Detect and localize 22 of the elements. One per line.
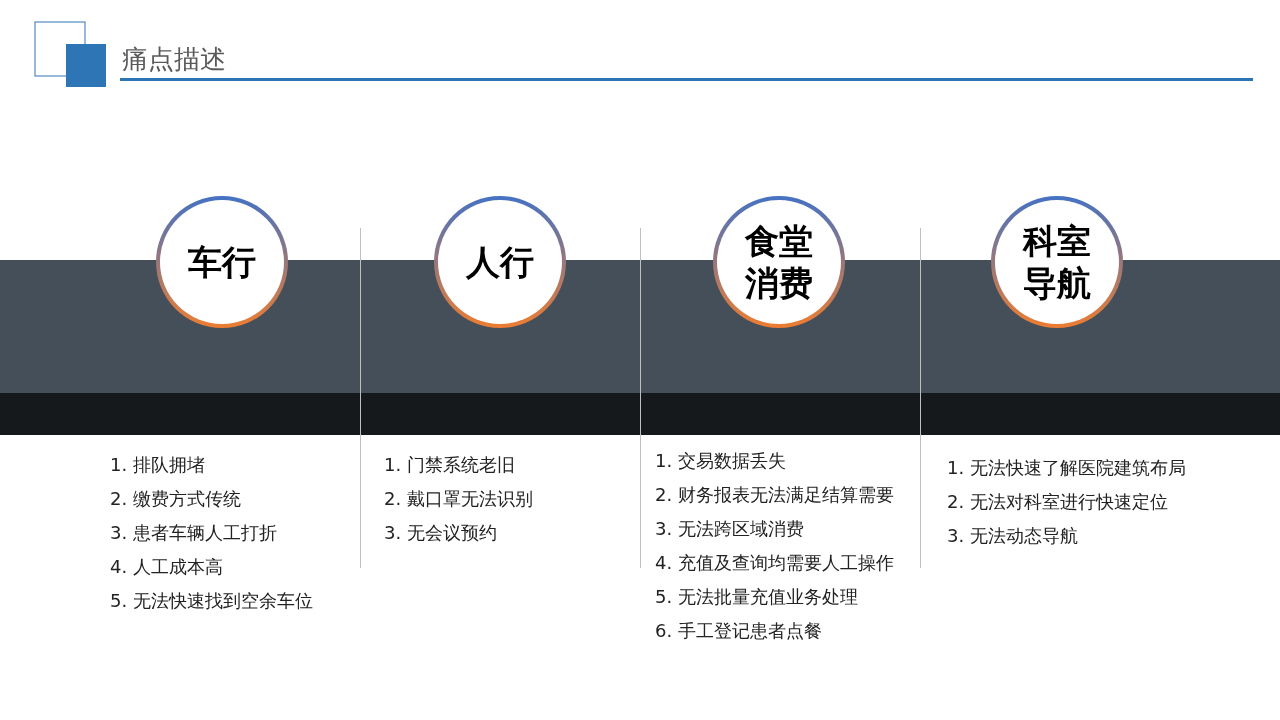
list-item: 3. 无法跨区域消费 (655, 517, 804, 541)
list-item: 1. 排队拥堵 (110, 453, 205, 477)
circle-label: 科室导航 (1021, 220, 1092, 304)
list-item: 3. 患者车辆人工打折 (110, 521, 277, 545)
list-item: 2. 财务报表无法满足结算需要 (655, 483, 894, 507)
list-item: 2. 无法对科室进行快速定位 (947, 490, 1168, 514)
list-item: 3. 无会议预约 (384, 521, 497, 545)
list-item: 3. 无法动态导航 (947, 524, 1078, 548)
list-item: 4. 人工成本高 (110, 555, 223, 579)
list-item: 1. 交易数据丢失 (655, 449, 786, 473)
list-item: 1. 门禁系统老旧 (384, 453, 515, 477)
circle-label: 人行 (465, 241, 535, 283)
list-item: 6. 手工登记患者点餐 (655, 619, 822, 643)
circle-label: 食堂消费 (744, 220, 814, 304)
list-item: 4. 充值及查询均需要人工操作 (655, 551, 894, 575)
circle-label: 车行 (187, 241, 257, 283)
list-item: 2. 缴费方式传统 (110, 487, 241, 511)
list-item: 2. 戴口罩无法识别 (384, 487, 533, 511)
list-item: 1. 无法快速了解医院建筑布局 (947, 456, 1186, 480)
list-item: 5. 无法快速找到空余车位 (110, 589, 313, 613)
list-item: 5. 无法批量充值业务处理 (655, 585, 858, 609)
slide-title: 痛点描述 (122, 43, 226, 76)
